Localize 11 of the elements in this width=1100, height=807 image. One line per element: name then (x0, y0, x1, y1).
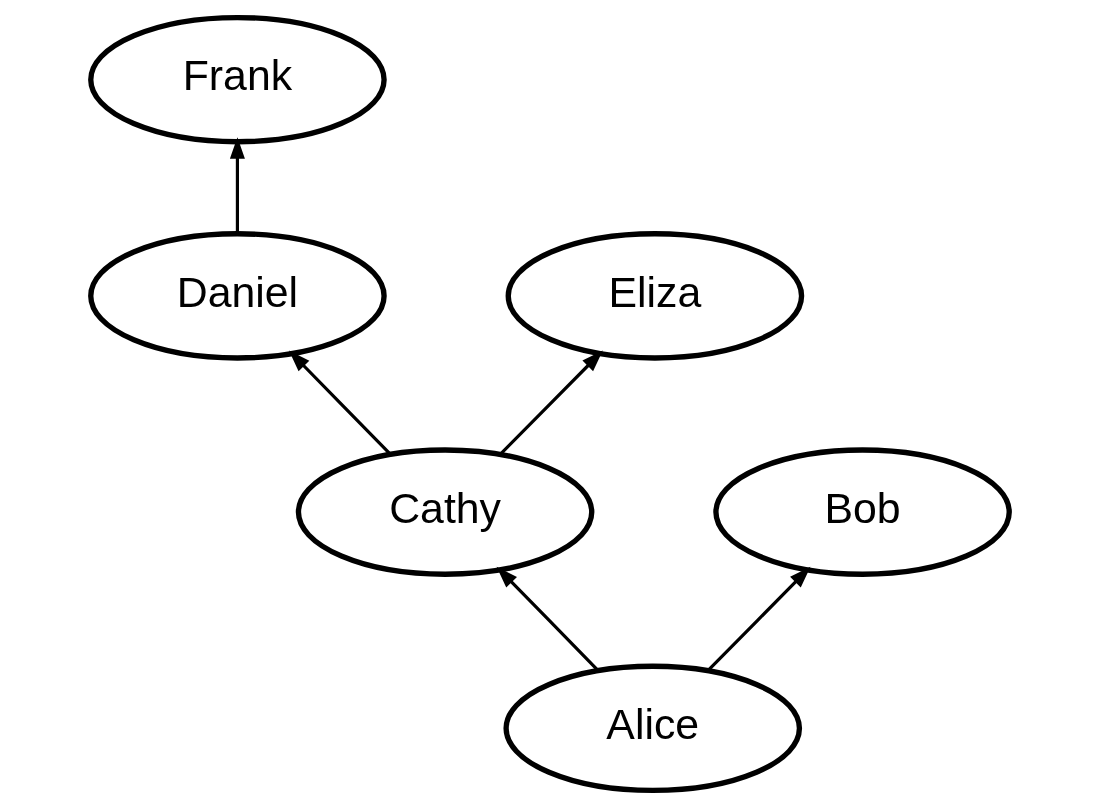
arrow (229, 136, 245, 234)
arrow (499, 350, 603, 455)
node-ellipse: Alice (503, 663, 803, 793)
node-ellipse: Bob (713, 446, 1012, 577)
node-ellipse: Cathy (295, 446, 595, 577)
arrow (288, 350, 392, 455)
node-ellipse: Daniel (88, 230, 387, 361)
arrow (706, 566, 811, 672)
node-ellipse: Frank (88, 14, 387, 144)
node-ellipse: Eliza (505, 230, 805, 361)
arrow (496, 566, 600, 672)
